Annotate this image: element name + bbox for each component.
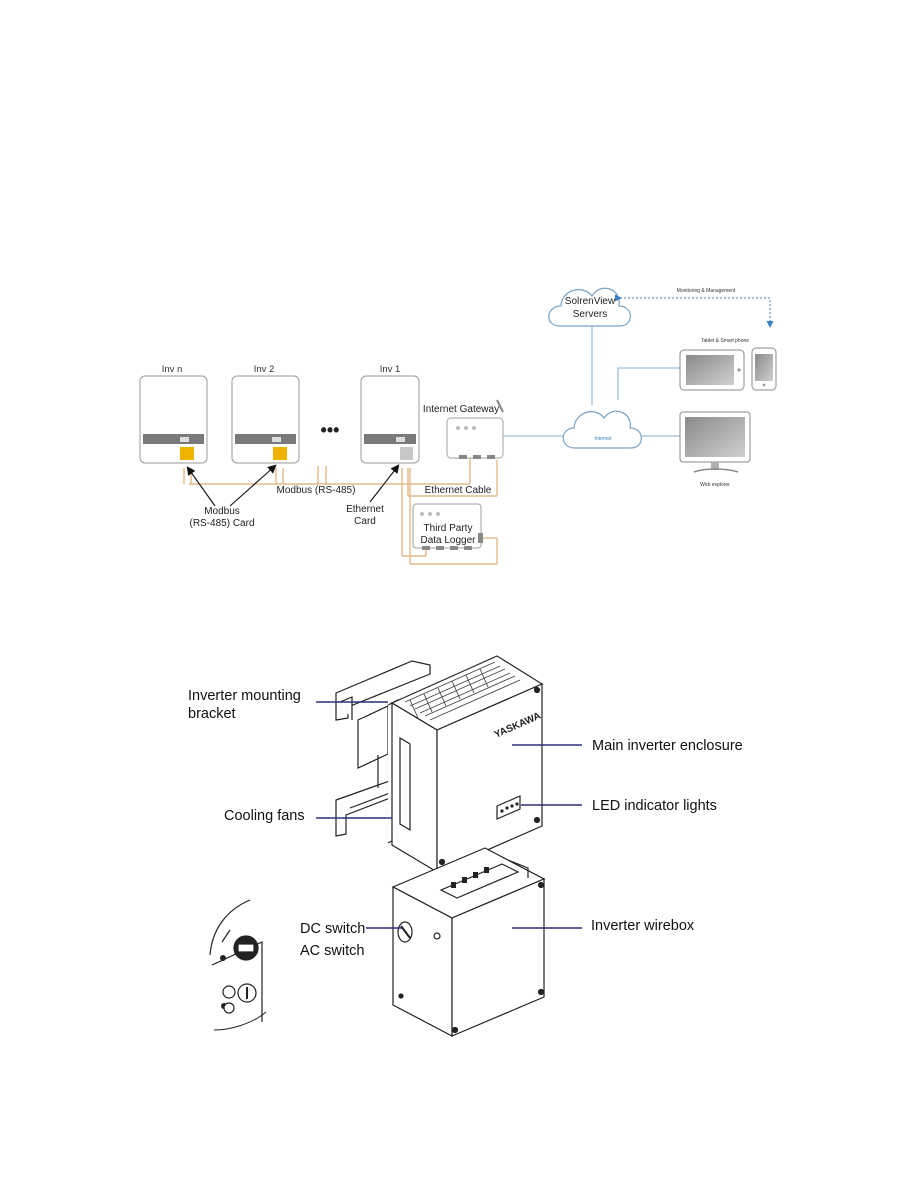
inverter-n: Inv n bbox=[139, 364, 208, 464]
main-enclosure: YASKAWA bbox=[390, 655, 544, 874]
switch-zoom-inset bbox=[209, 895, 270, 1031]
network-diagram: Inv n Inv 2 ••• Inv 1 Interne bbox=[139, 287, 777, 565]
ac-switch-label: AC switch bbox=[300, 943, 364, 959]
gateway-label: Internet Gateway bbox=[423, 404, 499, 415]
ethernet-card-label-1: Ethernet bbox=[346, 504, 384, 515]
wirebox-label: Inverter wirebox bbox=[591, 918, 695, 934]
led-lights bbox=[500, 802, 519, 813]
solrenview-cloud: SolrenView Servers bbox=[548, 287, 631, 327]
modbus-bus-label: Modbus (RS-485) bbox=[277, 485, 356, 496]
bracket-label-2: bracket bbox=[188, 706, 236, 722]
logger-label-1: Third Party bbox=[424, 523, 473, 534]
callout-arrows bbox=[186, 464, 400, 507]
enclosure-label: Main inverter enclosure bbox=[592, 738, 743, 754]
ethernet-card-label-2: Card bbox=[354, 516, 376, 527]
monitoring-label: Monitoring & Management bbox=[677, 288, 736, 294]
web-explorer-label: Web explorer bbox=[700, 482, 730, 488]
fans-label: Cooling fans bbox=[224, 808, 305, 824]
dc-switch-label: DC switch bbox=[300, 921, 365, 937]
inverter-2: Inv 2 bbox=[231, 364, 300, 464]
web-monitor: Web explorer bbox=[679, 411, 751, 488]
internet-cloud: Internet bbox=[562, 410, 642, 449]
inverter-1-label: Inv 1 bbox=[380, 364, 401, 375]
logger-label-2: Data Logger bbox=[420, 535, 476, 546]
bracket-label-1: Inverter mounting bbox=[188, 688, 301, 704]
inverter-1: Inv 1 bbox=[360, 364, 420, 464]
inverter-display-panel bbox=[143, 434, 204, 444]
modbus-card bbox=[180, 447, 194, 460]
wirebox bbox=[391, 847, 546, 1037]
inverter-ellipsis: ••• bbox=[321, 420, 340, 440]
inverter-display-panel bbox=[235, 434, 296, 444]
modbus-card-label-2: (RS-485) Card bbox=[189, 518, 254, 529]
inverter-n-label: Inv n bbox=[162, 364, 183, 375]
modbus-card bbox=[273, 447, 287, 460]
leader-lines bbox=[316, 701, 582, 929]
inverter-2-label: Inv 2 bbox=[254, 364, 275, 375]
modbus-card-label-1: Modbus bbox=[204, 506, 240, 517]
monitoring-arrow: Monitoring & Management bbox=[615, 288, 774, 328]
smartphone-device bbox=[751, 347, 777, 391]
data-logger: Third Party Data Logger bbox=[412, 503, 483, 550]
rs485-cabling bbox=[183, 458, 498, 565]
tablet-phone-label: Tablet & Smart phone bbox=[701, 338, 749, 344]
tablet-device bbox=[679, 349, 745, 391]
internet-gateway: Internet Gateway bbox=[423, 399, 504, 459]
servers-label-1: SolrenView bbox=[565, 296, 616, 307]
inverter-display-panel bbox=[364, 434, 416, 444]
ethernet-cable-label: Ethernet Cable bbox=[425, 485, 492, 496]
hardware-diagram: YASKAWA bbox=[188, 655, 743, 1037]
internet-label: Internet bbox=[595, 436, 613, 442]
led-label: LED indicator lights bbox=[592, 798, 717, 814]
servers-label-2: Servers bbox=[573, 309, 607, 320]
ethernet-card bbox=[400, 447, 413, 460]
